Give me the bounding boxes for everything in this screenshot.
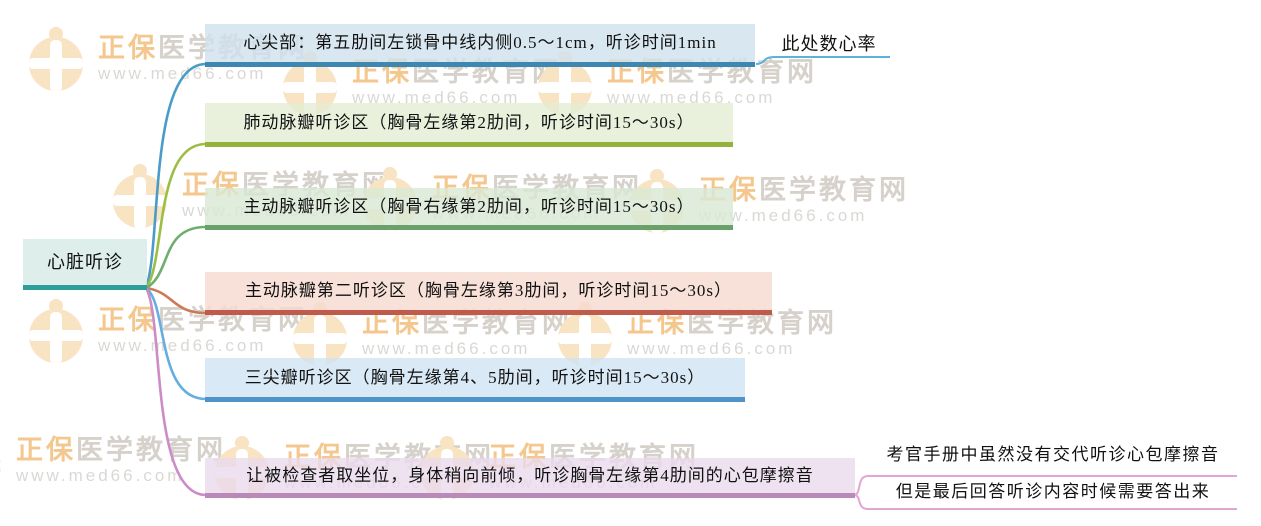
medical-cross-logo-icon bbox=[0, 458, 1, 474]
branch-line-pulmonary-valve bbox=[144, 142, 207, 289]
note-line-heart-rate bbox=[755, 56, 890, 65]
branch-line-aortic-second-area bbox=[145, 286, 207, 315]
watermark-brand-highlight: 正保 bbox=[16, 434, 76, 465]
branch-line-aortic-valve bbox=[145, 225, 207, 290]
watermark-url: www.med66.com bbox=[362, 339, 531, 359]
node-aortic-second-area[interactable]: 主动脉瓣第二听诊区（胸骨左缘第3肋间，听诊时间15～30s） bbox=[205, 272, 772, 315]
node-aortic-valve[interactable]: 主动脉瓣听诊区（胸骨右缘第2肋间，听诊时间15～30s） bbox=[205, 188, 733, 230]
note-examiner-manual[interactable]: 考官手册中虽然没有交代听诊心包摩擦音 bbox=[886, 445, 1220, 464]
node-tricuspid-valve[interactable]: 三尖瓣听诊区（胸骨左缘第4、5肋间，听诊时间15～30s） bbox=[205, 358, 745, 402]
branch-line-pericardial bbox=[144, 287, 207, 497]
note-answer-required[interactable]: 但是最后回答听诊内容时候需要答出来 bbox=[895, 482, 1211, 501]
node-pulmonary-valve[interactable]: 肺动脉瓣听诊区（胸骨左缘第2肋间，听诊时间15～30s） bbox=[205, 103, 733, 147]
watermark-brand-highlight: 正保 bbox=[98, 32, 158, 63]
root-node-heart-auscultation[interactable]: 心脏听诊 bbox=[23, 239, 147, 290]
branch-line-apex bbox=[144, 62, 207, 289]
watermark-url: www.med66.com bbox=[98, 64, 267, 84]
watermark-url: www.med66.com bbox=[98, 336, 267, 356]
node-pericardial-friction-rub[interactable]: 让被检查者取坐位，身体稍向前倾，听诊胸骨左缘第4肋间的心包摩擦音 bbox=[205, 458, 855, 498]
watermark-url: www.med66.com bbox=[627, 339, 796, 359]
medical-cross-logo-icon bbox=[113, 164, 167, 229]
medical-cross-logo-icon bbox=[29, 299, 83, 364]
note-heart-rate[interactable]: 此处数心率 bbox=[781, 34, 877, 54]
node-apex[interactable]: 心尖部：第五肋间左锁骨中线内侧0.5～1cm，听诊时间1min bbox=[205, 24, 755, 67]
watermark-brand-rest: 医学教育网 bbox=[759, 174, 909, 205]
watermark-brand-highlight: 正保 bbox=[98, 304, 158, 335]
branch-line-tricuspid-valve bbox=[145, 286, 207, 401]
medical-cross-logo-icon bbox=[29, 27, 83, 92]
watermark-url: www.med66.com bbox=[16, 466, 185, 486]
watermark-brand-rest: 医学教育网 bbox=[76, 434, 226, 465]
